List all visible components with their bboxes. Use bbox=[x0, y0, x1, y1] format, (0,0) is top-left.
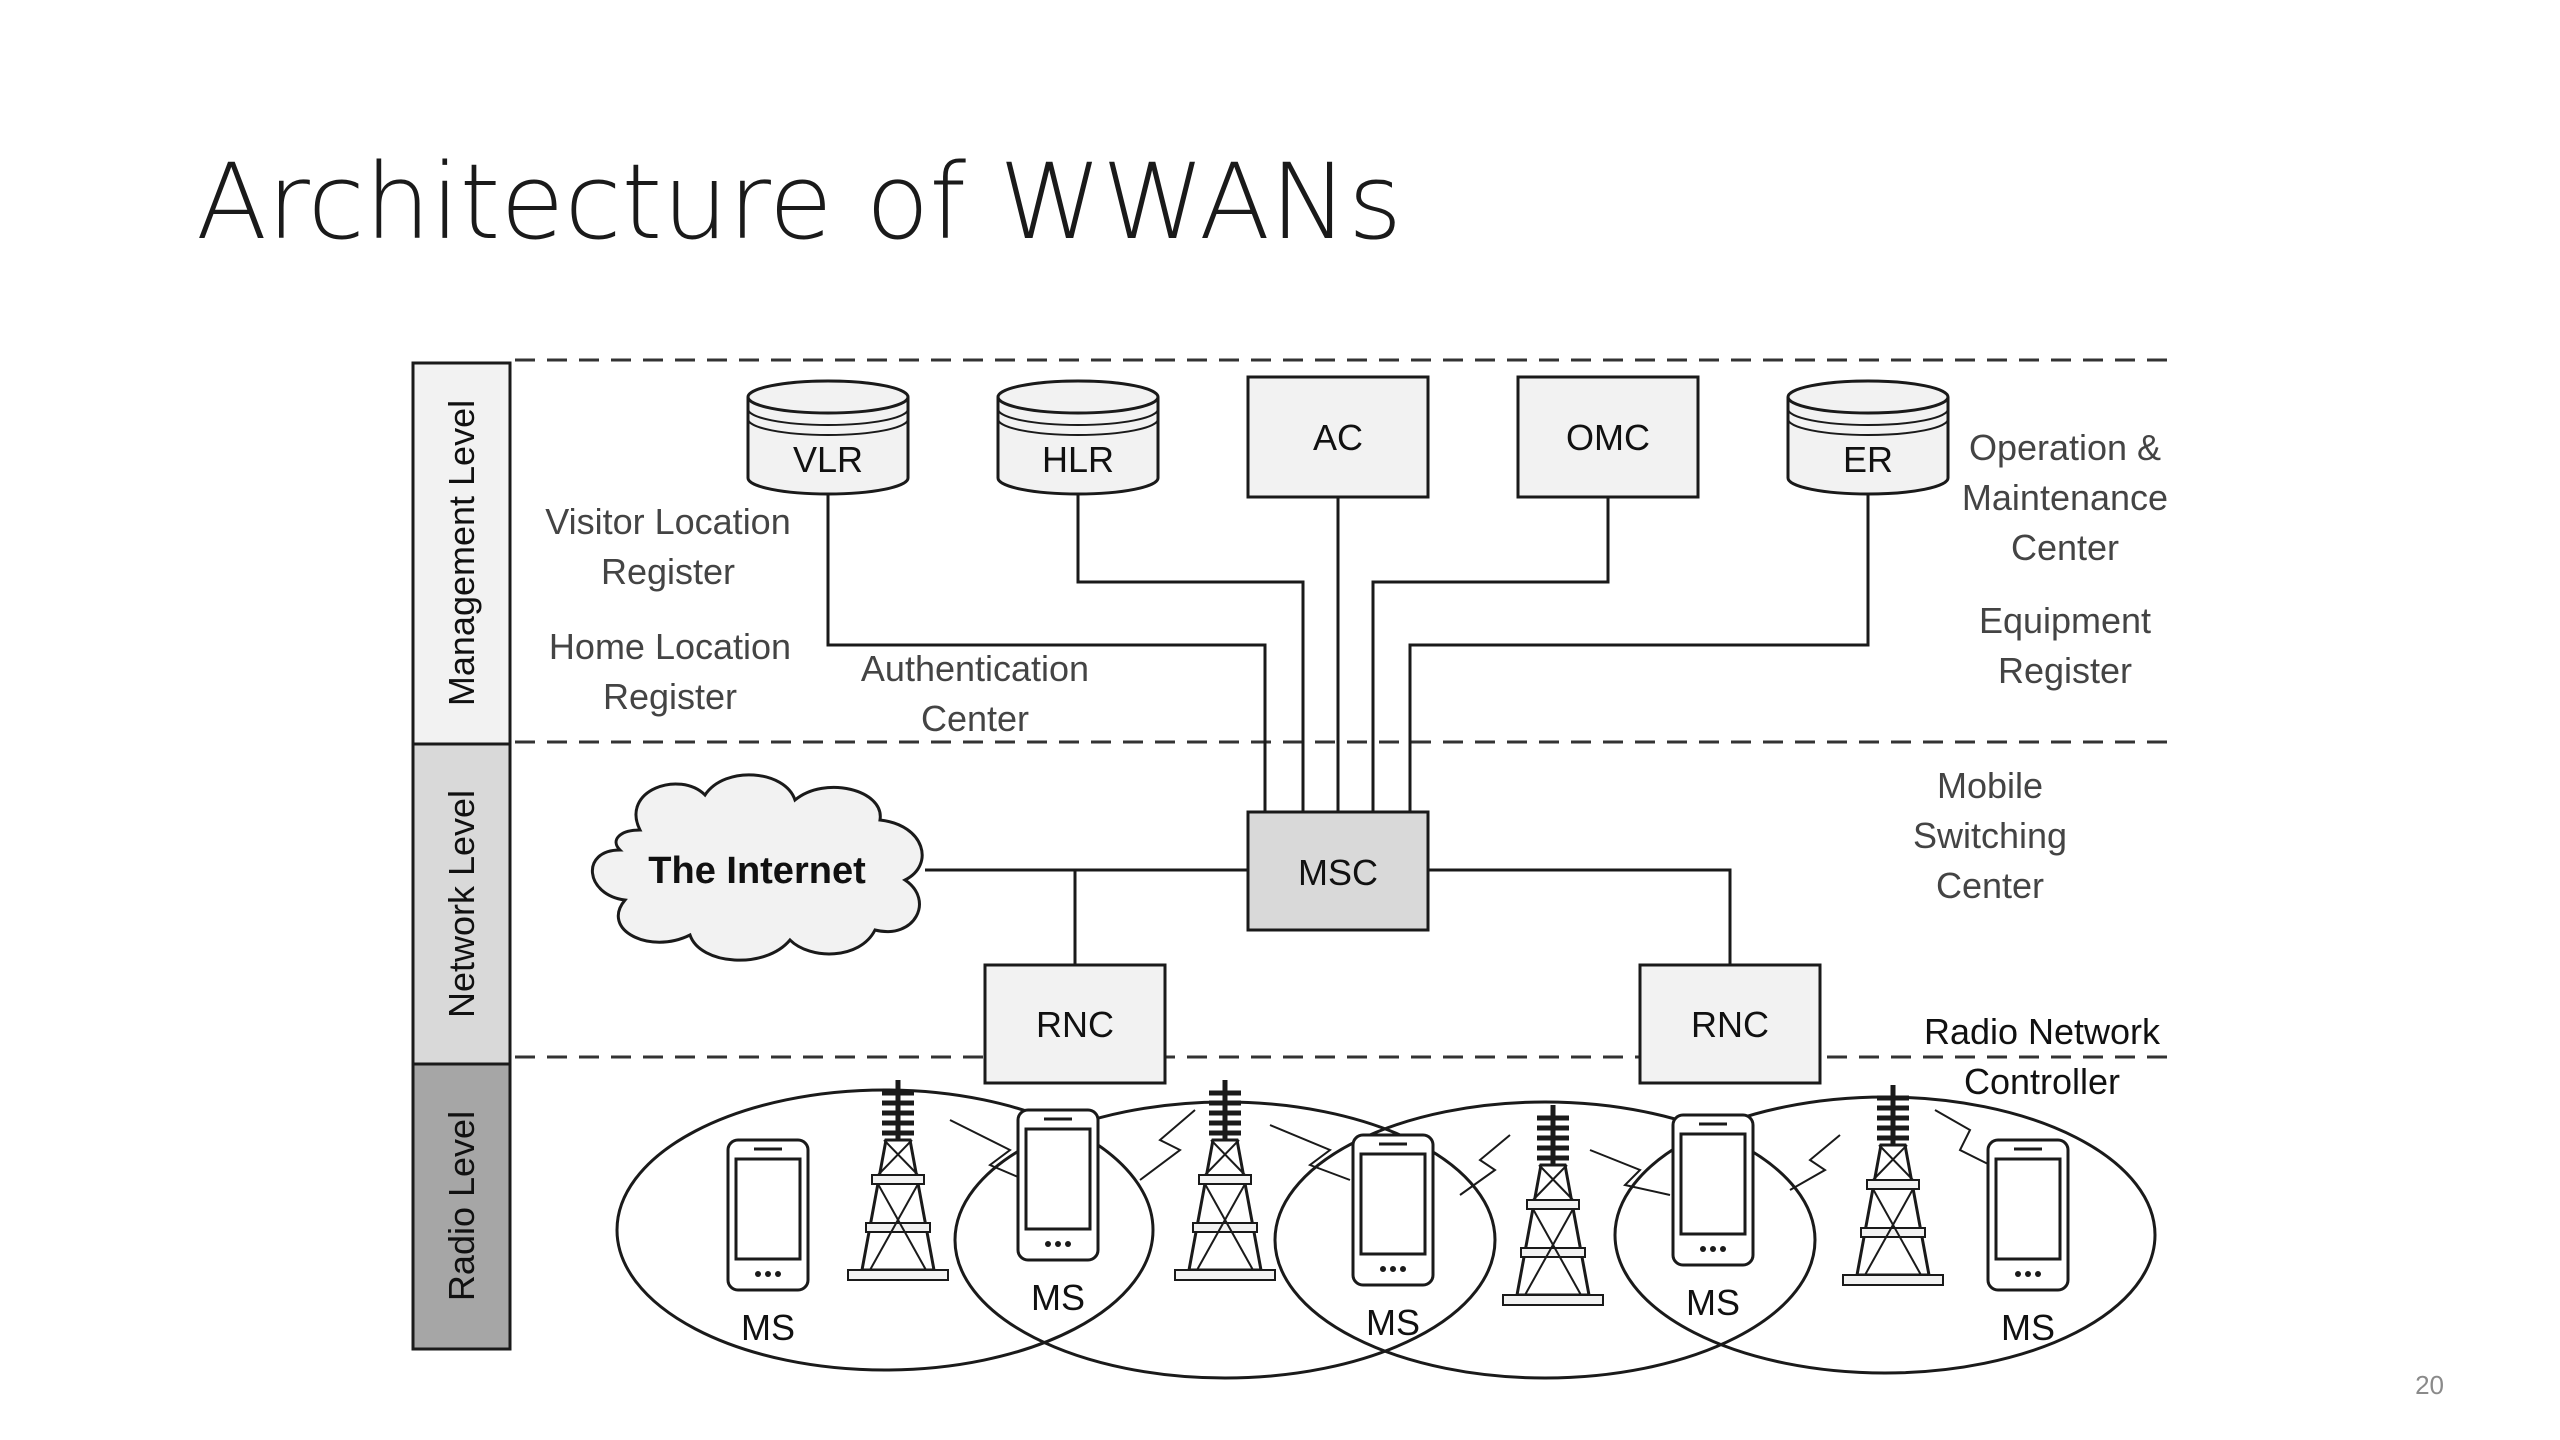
omc-label: OMC bbox=[1566, 417, 1650, 458]
svg-text:Center: Center bbox=[2011, 527, 2119, 568]
rnc-left-box: RNC bbox=[983, 963, 1167, 1085]
slide-title: Architecture of WWANs bbox=[196, 141, 1403, 263]
svg-text:Center: Center bbox=[1936, 865, 2044, 906]
network-level-label: Network Level bbox=[441, 790, 482, 1018]
ms-label-4: MS bbox=[1686, 1282, 1740, 1323]
annotation-er: Equipment Register bbox=[1979, 600, 2151, 691]
svg-text:Visitor Location: Visitor Location bbox=[545, 501, 790, 542]
hlr-label: HLR bbox=[1042, 439, 1114, 480]
svg-text:Operation &: Operation & bbox=[1969, 427, 2161, 468]
rnc-right-box: RNC bbox=[1638, 963, 1822, 1085]
ac-box: AC bbox=[1246, 375, 1430, 499]
omc-box: OMC bbox=[1516, 375, 1700, 499]
svg-text:Center: Center bbox=[921, 698, 1029, 739]
tower-3-icon bbox=[1503, 1105, 1603, 1305]
ms-label-5: MS bbox=[2001, 1307, 2055, 1348]
er-label: ER bbox=[1843, 439, 1893, 480]
svg-text:Mobile: Mobile bbox=[1937, 765, 2043, 806]
radio-level-band bbox=[411, 1062, 512, 1351]
management-level-band bbox=[411, 361, 512, 746]
page-number: 20 bbox=[2415, 1370, 2444, 1400]
svg-text:Register: Register bbox=[1998, 650, 2132, 691]
internet-cloud: The Internet bbox=[591, 773, 924, 962]
cell-1 bbox=[615, 1088, 1155, 1372]
svg-text:Switching: Switching bbox=[1913, 815, 2067, 856]
phone-4-icon bbox=[1671, 1113, 1755, 1267]
internet-label: The Internet bbox=[648, 850, 866, 892]
hlr-database: HLR bbox=[996, 379, 1160, 496]
phone-3-icon bbox=[1351, 1133, 1435, 1287]
svg-text:Home Location: Home Location bbox=[549, 626, 791, 667]
svg-text:Equipment: Equipment bbox=[1979, 600, 2151, 641]
svg-text:Register: Register bbox=[601, 551, 735, 592]
annotation-rnc: Radio Network Controller bbox=[1924, 1011, 2161, 1102]
vlr-label: VLR bbox=[793, 439, 863, 480]
rnc-left-label: RNC bbox=[1036, 1004, 1114, 1045]
vlr-database: VLR bbox=[746, 379, 910, 496]
radio-cells bbox=[615, 1088, 2157, 1380]
rnc-right-label: RNC bbox=[1691, 1004, 1769, 1045]
tower-2-icon bbox=[1175, 1080, 1275, 1280]
ac-label: AC bbox=[1313, 417, 1363, 458]
level-bar: Management Level Network Level Radio Lev… bbox=[411, 361, 512, 1351]
msc-label: MSC bbox=[1298, 852, 1378, 893]
phone-2-icon bbox=[1016, 1108, 1100, 1262]
svg-text:Register: Register bbox=[603, 676, 737, 717]
ms-label-1: MS bbox=[741, 1307, 795, 1348]
annotation-vlr: Visitor Location Register bbox=[545, 501, 790, 592]
wireless-links bbox=[949, 1109, 1991, 1196]
cell-3 bbox=[1273, 1100, 1817, 1380]
ms-label-2: MS bbox=[1031, 1277, 1085, 1318]
annotation-ac: Authentication Center bbox=[861, 648, 1089, 739]
svg-text:Authentication: Authentication bbox=[861, 648, 1089, 689]
svg-text:Maintenance: Maintenance bbox=[1962, 477, 2168, 518]
annotation-omc: Operation & Maintenance Center bbox=[1962, 427, 2168, 568]
er-database: ER bbox=[1786, 379, 1950, 496]
msc-box: MSC bbox=[1246, 810, 1430, 932]
tower-4-icon bbox=[1843, 1085, 1943, 1285]
ms-label-3: MS bbox=[1366, 1302, 1420, 1343]
svg-text:Controller: Controller bbox=[1964, 1061, 2120, 1102]
radio-level-label: Radio Level bbox=[441, 1111, 482, 1301]
svg-text:Radio Network: Radio Network bbox=[1924, 1011, 2161, 1052]
management-level-label: Management Level bbox=[441, 400, 482, 706]
phone-5-icon bbox=[1986, 1138, 2070, 1292]
annotation-hlr: Home Location Register bbox=[549, 626, 791, 717]
tower-1-icon bbox=[848, 1080, 948, 1280]
connectors bbox=[826, 495, 1870, 965]
annotation-msc: Mobile Switching Center bbox=[1913, 765, 2067, 906]
phone-1-icon bbox=[726, 1138, 810, 1292]
